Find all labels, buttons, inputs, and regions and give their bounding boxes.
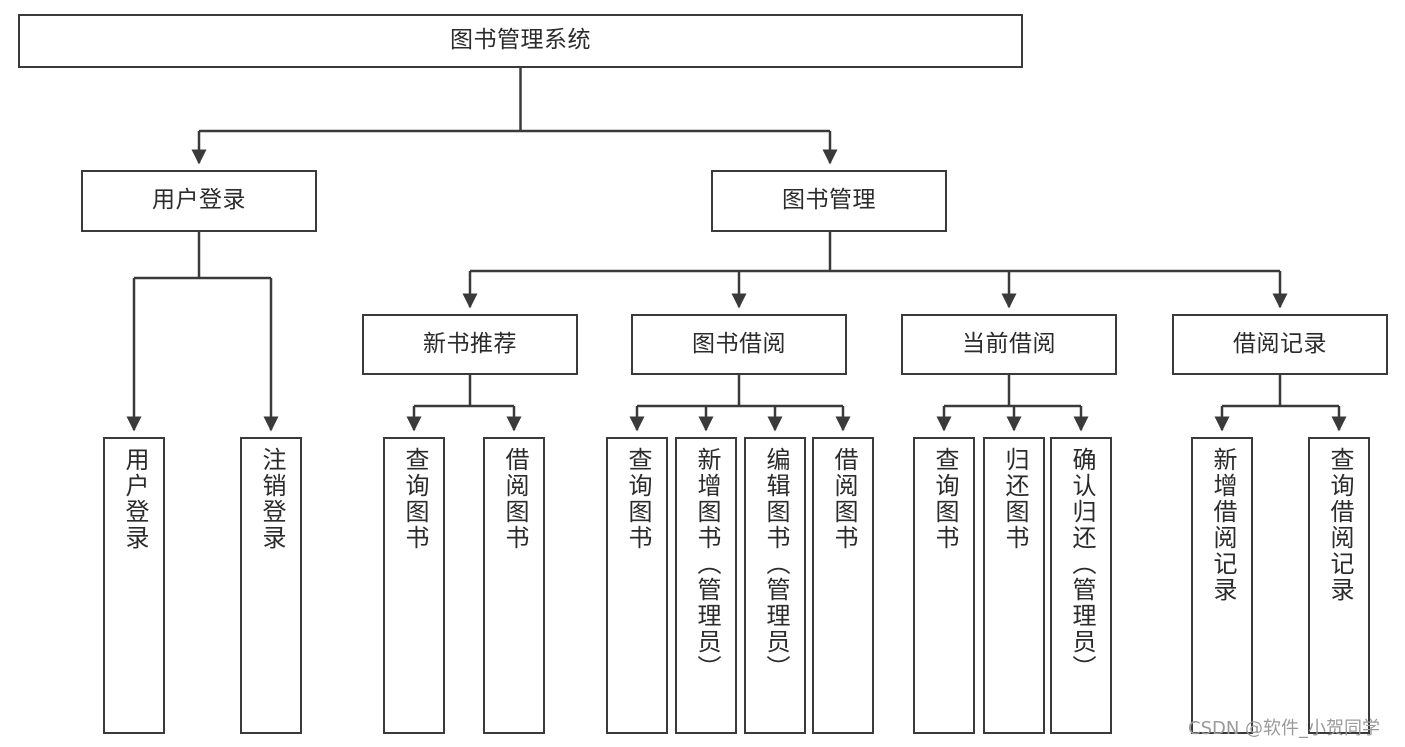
node-label: 当前借阅 [962,330,1056,357]
node-label: 用户登录 [152,187,246,214]
leaf-return-books[interactable]: 归还图书 [983,437,1045,734]
node-label: 查询图书 [930,447,959,551]
node-label: 图书管理 [782,187,876,214]
leaf-query-books-current[interactable]: 查询图书 [913,437,975,734]
node-label: 查询借阅记录 [1325,447,1354,603]
leaf-add-book-admin[interactable]: 新增图书（管理员） [675,437,737,734]
node-label: 新增图书（管理员） [692,447,721,681]
node-label: 查询图书 [400,447,429,551]
node-root-system[interactable]: 图书管理系统 [18,14,1023,68]
node-label: 借阅记录 [1233,330,1327,357]
node-label: 归还图书 [1000,447,1029,551]
node-user-login[interactable]: 用户登录 [81,170,317,232]
leaf-query-books-recommend[interactable]: 查询图书 [383,437,445,734]
leaf-user-login[interactable]: 用户登录 [103,437,165,734]
node-label: 查询图书 [623,447,652,551]
leaf-borrow-books-recommend[interactable]: 借阅图书 [483,437,545,734]
node-current-borrowing[interactable]: 当前借阅 [901,314,1117,375]
node-label: 注销登录 [257,447,286,551]
leaf-borrow-books[interactable]: 借阅图书 [812,437,874,734]
node-label: 图书管理系统 [450,27,591,54]
node-label: 图书借阅 [692,330,786,357]
node-borrowing-records[interactable]: 借阅记录 [1172,314,1388,375]
node-label: 借阅图书 [829,447,858,551]
leaf-add-borrow-record[interactable]: 新增借阅记录 [1191,437,1253,734]
node-new-book-recommendation[interactable]: 新书推荐 [362,314,578,375]
node-label: 用户登录 [120,447,149,551]
node-label: 确认归还（管理员） [1067,447,1096,681]
leaf-query-books-borrowing[interactable]: 查询图书 [606,437,668,734]
leaf-query-borrow-record[interactable]: 查询借阅记录 [1308,437,1370,734]
node-book-management[interactable]: 图书管理 [711,170,947,232]
node-label: 借阅图书 [500,447,529,551]
leaf-confirm-return-admin[interactable]: 确认归还（管理员） [1050,437,1112,734]
leaf-edit-book-admin[interactable]: 编辑图书（管理员） [744,437,806,734]
node-label: 新增借阅记录 [1208,447,1237,603]
node-book-borrowing[interactable]: 图书借阅 [631,314,847,375]
leaf-logout[interactable]: 注销登录 [240,437,302,734]
node-label: 编辑图书（管理员） [761,447,790,681]
csdn-watermark: CSDN @软件_小贺同学 [1188,718,1381,739]
node-label: 新书推荐 [423,330,517,357]
